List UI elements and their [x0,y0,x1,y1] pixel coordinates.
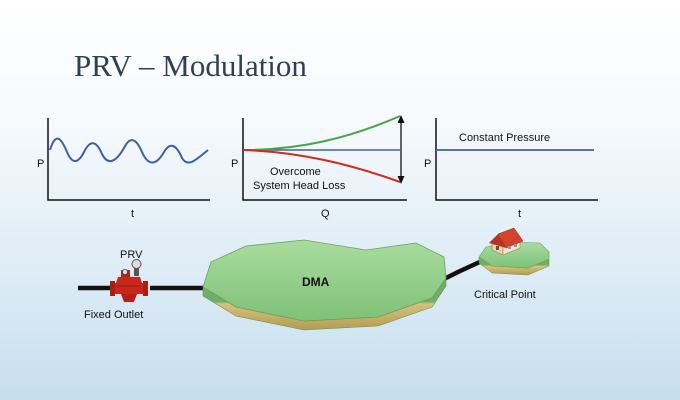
graph2-arrow-head-up [397,115,405,123]
graph-pressure-vs-time-oscillating: P t [37,118,210,220]
graph2-annotation-line1: Overcome [270,166,321,178]
house-icon [489,227,524,256]
slide-title: PRV – Modulation [74,48,307,83]
graph1-y-label: P [37,158,44,170]
dma-zone: DMA [202,239,447,331]
fixed-outlet-label: Fixed Outlet [84,309,143,321]
prv-valve-icon [110,259,148,302]
dma-label: DMA [302,275,330,289]
graph-pressure-vs-flow: P Overcome System Head Loss Q [231,115,407,220]
graph1-oscillating-pressure-line [49,137,209,164]
graph2-annotation-line2: System Head Loss [253,180,346,192]
graph-constant-pressure: Constant Pressure P t [424,118,598,220]
graph1-x-label: t [131,208,134,220]
graph2-rising-pressure-curve [242,115,401,151]
graph3-annotation: Constant Pressure [459,132,550,144]
graph3-y-label: P [424,158,431,170]
graph2-falling-pressure-curve [242,149,401,183]
graph3-x-label: t [518,208,521,220]
graph3-axes [435,118,598,201]
graph2-x-label: Q [321,208,330,220]
graph2-y-label: P [231,158,238,170]
graph2-arrow-head-down [397,176,405,184]
graph2-axes [242,118,407,201]
critical-point-label: Critical Point [474,289,536,301]
graph1-axes [47,118,210,201]
dma-zone-top [202,239,447,322]
prv-label: PRV [120,249,143,261]
